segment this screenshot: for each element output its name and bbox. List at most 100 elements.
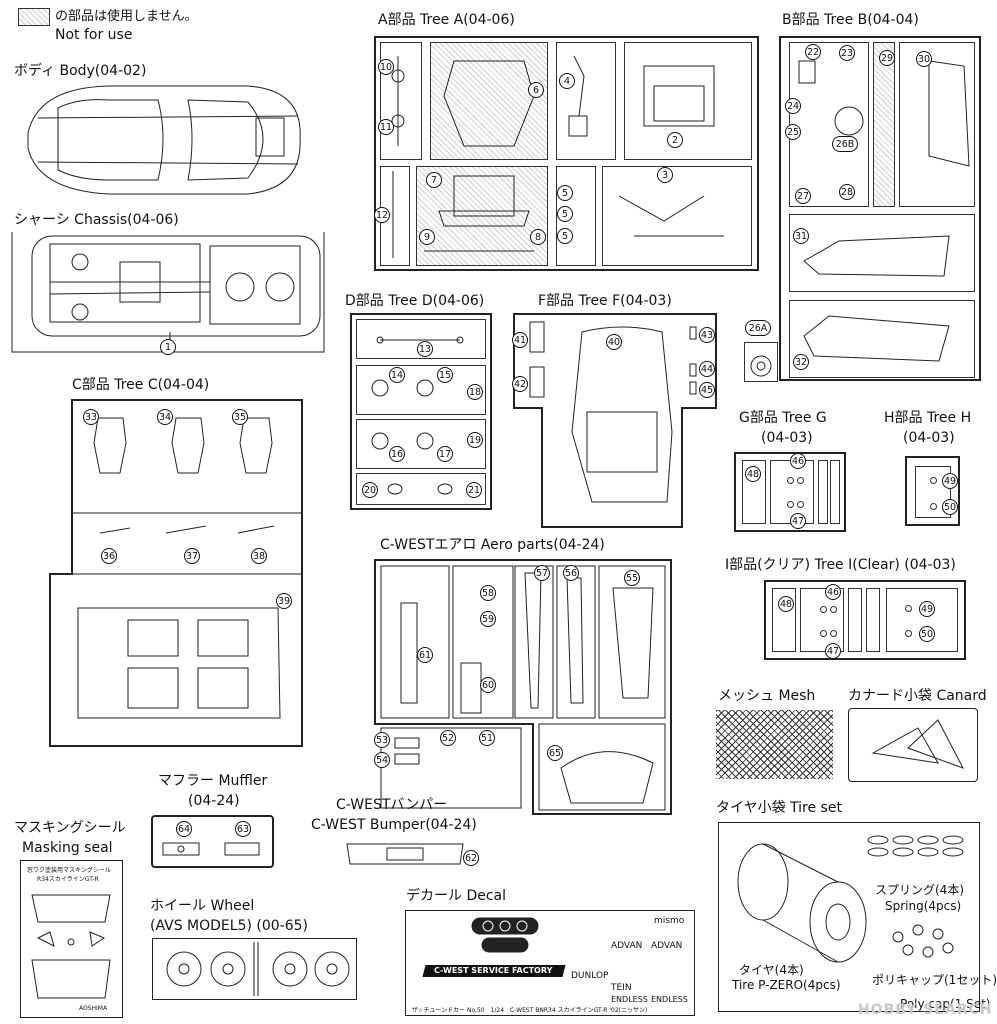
part-number: 50	[919, 626, 935, 642]
part-number: 18	[467, 384, 483, 400]
tree-d-frame	[350, 313, 492, 510]
part-number: 49	[942, 473, 958, 489]
part-number: 56	[563, 565, 579, 581]
lens-part	[905, 605, 912, 612]
muffler-drawing	[162, 842, 260, 856]
part-number: 46	[825, 584, 841, 600]
part-number: 39	[276, 593, 292, 609]
canard-title: カナード小袋 Canard	[848, 688, 987, 704]
tree-c-title: C部品 Tree C(04-04)	[72, 377, 210, 393]
part-number: 41	[512, 332, 528, 348]
tree-f-frame	[513, 313, 717, 528]
part-number: 4	[559, 73, 575, 89]
part-number: 7	[426, 172, 442, 188]
tree-a-frame	[374, 36, 759, 271]
muffler-title: マフラー Muffler	[158, 773, 268, 789]
canard-drawing	[871, 719, 965, 769]
lens-part	[830, 606, 837, 613]
lens-part	[930, 477, 937, 484]
part-number: 20	[362, 482, 378, 498]
tree-a-cell-not-used	[430, 42, 548, 160]
mesh-title: メッシュ Mesh	[718, 688, 816, 704]
masking-sheet-title: 窓ワク塗装用マスキングシール	[27, 867, 111, 874]
bumper-drawing	[346, 843, 464, 865]
part-number: 38	[251, 548, 267, 564]
part-number: 26B	[832, 136, 858, 152]
muffler-subtitle: (04-24)	[188, 793, 240, 809]
tree-i-title: I部品(クリア) Tree I(Clear) (04-03)	[725, 557, 956, 573]
decal-text: ENDLESS	[611, 995, 648, 1004]
tree-b-cell	[789, 42, 869, 207]
tire-label-en: Tire P-ZERO(4pcs)	[732, 978, 841, 992]
lens-part	[820, 606, 827, 613]
decal-gauges	[471, 917, 539, 953]
part-number: 31	[793, 228, 809, 244]
lens-part	[820, 630, 827, 637]
part-number: 64	[176, 821, 192, 837]
part-number: 27	[795, 188, 811, 204]
spring-label-jp: スプリング(4本)	[875, 883, 964, 897]
part-number: 45	[699, 382, 715, 398]
tree-d-parts-drawing	[371, 336, 464, 495]
part-number: 34	[157, 409, 173, 425]
part-number: 21	[466, 482, 482, 498]
masking-shapes	[31, 894, 111, 999]
tree-h-frame	[905, 456, 960, 526]
aero-frame	[374, 559, 672, 815]
lens-part	[905, 630, 912, 637]
part-number: 15	[437, 367, 453, 383]
tree-g-cell	[830, 460, 840, 524]
wheels-drawing	[166, 942, 350, 996]
lens-part	[830, 630, 837, 637]
part-number: 55	[624, 570, 640, 586]
tree-h-title: H部品 Tree H	[884, 410, 972, 426]
decal-footer: ザ☆チューンドカー No.50 1/24 C-WEST BNR34 スカイライン…	[412, 1007, 648, 1014]
part-number: 29	[879, 50, 895, 66]
lens-part	[787, 477, 794, 484]
part-number: 62	[463, 850, 479, 866]
part-number: 61	[417, 647, 433, 663]
tree-a-title: A部品 Tree A(04-06)	[378, 12, 515, 28]
lens-part	[787, 501, 794, 508]
part-number: 5	[557, 228, 573, 244]
part-26a-drawing	[750, 355, 772, 377]
part-number: 54	[374, 752, 390, 768]
part-number: 47	[825, 643, 841, 659]
part-number: 8	[530, 229, 546, 245]
part-number: 33	[83, 409, 99, 425]
decal-text: ADVAN	[611, 941, 643, 951]
polycap-label-en: Poly cap(1 Set)	[900, 997, 991, 1011]
part-number: 5	[557, 206, 573, 222]
tire-set-title: タイヤ小袋 Tire set	[716, 800, 842, 816]
tree-d-cell	[356, 319, 486, 359]
wheel-subtitle: (AVS MODEL5) (00-65)	[150, 918, 309, 934]
part-number: 49	[919, 601, 935, 617]
decal-text: ENDLESS	[651, 995, 688, 1004]
tree-d-title: D部品 Tree D(04-06)	[345, 293, 485, 309]
part-number: 5	[557, 185, 573, 201]
canard-bag	[848, 708, 978, 782]
part-number: 22	[805, 44, 821, 60]
polycap-label-jp: ポリキャップ(1セット)	[872, 973, 997, 987]
bumper-title: C-WESTバンパー	[336, 797, 448, 813]
masking-brand: AOSHIMA	[79, 1005, 108, 1012]
part-number: 28	[839, 184, 855, 200]
tree-i-cell	[866, 588, 880, 652]
part-number: 9	[419, 229, 435, 245]
part-number: 52	[440, 730, 456, 746]
tree-b-cell	[789, 300, 975, 378]
tree-b-cell	[789, 214, 975, 292]
decal-title: デカール Decal	[406, 888, 507, 904]
tree-d-cell	[356, 365, 486, 415]
tree-i-cell	[886, 588, 958, 652]
mesh-sheet	[716, 710, 833, 779]
chassis-title: シャーシ Chassis(04-06)	[14, 212, 179, 228]
part-number: 65	[547, 745, 563, 761]
part-number: 57	[534, 565, 550, 581]
part-number: 25	[785, 124, 801, 140]
masking-title: マスキングシール	[14, 820, 126, 836]
tree-g-cell	[818, 460, 828, 524]
tree-c-frame	[70, 400, 302, 745]
decal-banner-text: C-WEST SERVICE FACTORY	[434, 966, 553, 975]
tires-drawing	[737, 835, 964, 963]
